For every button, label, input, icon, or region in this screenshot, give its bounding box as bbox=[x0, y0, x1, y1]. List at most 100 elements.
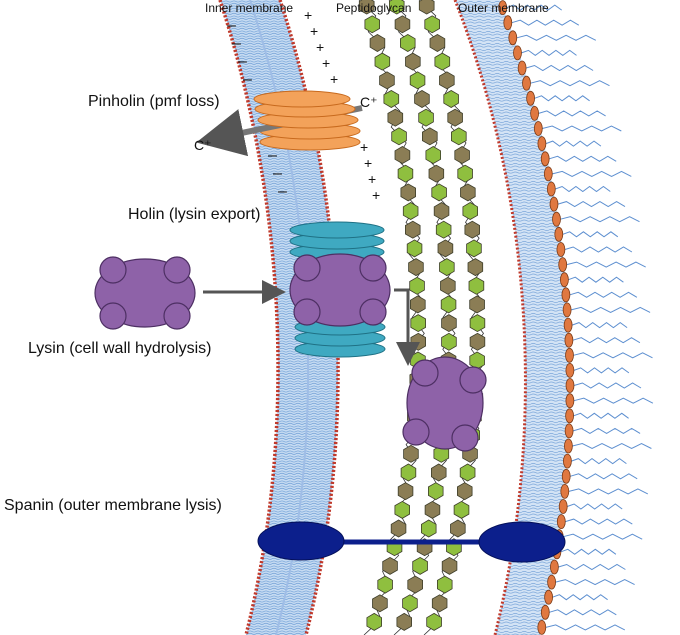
lps-chain bbox=[573, 352, 653, 359]
lps-chain bbox=[560, 216, 640, 223]
inner-membrane-body bbox=[220, 0, 339, 635]
lps-chain bbox=[552, 594, 608, 601]
glycan-hexagon bbox=[402, 594, 418, 613]
glycan-hexagon bbox=[374, 52, 391, 71]
lps-head bbox=[550, 559, 559, 575]
lysin-free bbox=[94, 256, 196, 330]
lps-head bbox=[565, 393, 575, 409]
lps-head bbox=[560, 272, 569, 288]
glycan-hexagon bbox=[388, 0, 405, 15]
glycan-hexagon bbox=[410, 314, 427, 333]
pos-charge: + bbox=[304, 7, 312, 23]
glycan-hexagon bbox=[400, 183, 417, 202]
lps-head bbox=[560, 483, 570, 499]
lps-head bbox=[498, 0, 508, 15]
glycan-hexagon bbox=[443, 90, 459, 108]
lps-head bbox=[561, 468, 571, 484]
glycan-hexagon bbox=[456, 482, 473, 501]
label-peptidoglycan: Peptidoglycan bbox=[336, 1, 411, 15]
holin-to-pg-arrow bbox=[394, 288, 420, 366]
lps-chain bbox=[570, 473, 638, 480]
lps-chain bbox=[573, 412, 629, 419]
lps-head bbox=[558, 499, 568, 514]
glycan-hexagon bbox=[369, 34, 386, 52]
holin-complex bbox=[289, 221, 391, 358]
glycan-hexagon bbox=[469, 314, 486, 333]
lps-head bbox=[564, 423, 574, 439]
lps-chain bbox=[516, 34, 597, 41]
lps-chain bbox=[571, 457, 627, 465]
glycan-hexagon bbox=[366, 612, 383, 631]
glycan-hexagon bbox=[464, 220, 481, 239]
glycan-hexagon bbox=[406, 239, 423, 258]
glycan-hexagon bbox=[379, 71, 395, 90]
lps-head bbox=[537, 136, 547, 152]
glycan-hexagon bbox=[427, 482, 444, 501]
lps-head bbox=[530, 106, 539, 121]
lps-chain bbox=[530, 80, 610, 87]
lps-chain bbox=[573, 367, 630, 374]
lps-chain bbox=[521, 49, 577, 57]
glycan-hexagon bbox=[407, 575, 424, 594]
lps-chain bbox=[545, 624, 626, 631]
glycan-hexagon bbox=[439, 71, 455, 90]
glycan-hexagon bbox=[439, 258, 455, 277]
lps-head bbox=[537, 620, 547, 635]
glycan-hexagon bbox=[450, 519, 466, 538]
glycan-hexagon bbox=[467, 258, 484, 277]
lps-head bbox=[547, 574, 556, 590]
glycan-hexagon bbox=[430, 463, 447, 482]
lps-chains bbox=[506, 4, 654, 631]
lps-chain bbox=[552, 170, 632, 177]
lps-chain bbox=[571, 321, 628, 329]
lps-head bbox=[556, 242, 566, 257]
lps-head bbox=[558, 257, 568, 273]
glycan-hexagon bbox=[459, 463, 476, 482]
spanin-complex bbox=[257, 521, 566, 563]
glycan-hexagon bbox=[383, 90, 400, 108]
lps-chain bbox=[545, 140, 602, 147]
spanin-outer bbox=[478, 521, 566, 563]
pos-charge: + bbox=[364, 155, 372, 171]
pos-charge: + bbox=[322, 55, 330, 71]
neg-charge: – bbox=[227, 17, 236, 34]
lps-head bbox=[563, 453, 572, 469]
outer-membrane-outer-heads bbox=[498, 0, 575, 635]
lps-chain bbox=[566, 261, 646, 268]
glycan-hexagon bbox=[447, 108, 463, 127]
lysin-at-peptidoglycan bbox=[402, 356, 487, 452]
lps-chain bbox=[511, 19, 580, 26]
lps-head bbox=[522, 75, 531, 91]
neg-charge: – bbox=[268, 147, 277, 164]
glycan-hexagon bbox=[462, 202, 479, 220]
lps-head bbox=[565, 347, 574, 363]
glycan-hexagon bbox=[469, 332, 486, 351]
lps-chain bbox=[549, 155, 617, 162]
neg-charge: – bbox=[238, 53, 247, 70]
glycan-hexagon bbox=[390, 519, 407, 538]
glycan-hexagon bbox=[414, 90, 430, 108]
lps-head bbox=[540, 151, 550, 167]
lps-head bbox=[549, 196, 559, 212]
glycan-hexagon bbox=[460, 183, 476, 202]
glycan-hexagon bbox=[457, 164, 473, 183]
glycan-hexagon bbox=[418, 0, 435, 15]
glycan-hexagon bbox=[397, 482, 414, 501]
glycan-hexagon bbox=[424, 15, 441, 34]
lps-head bbox=[503, 15, 513, 31]
glycan-hexagon bbox=[469, 295, 485, 314]
neg-charge: – bbox=[273, 165, 282, 182]
membrane-charges: – – – – – – – + + + + + + + + + bbox=[227, 7, 380, 203]
ion-label-in: C⁺ bbox=[360, 94, 378, 110]
glycan-hexagon bbox=[425, 146, 442, 164]
glycan-hexagon bbox=[441, 332, 457, 351]
lps-chain bbox=[538, 110, 606, 117]
glycan-hexagon bbox=[391, 127, 407, 146]
lps-chain bbox=[555, 579, 635, 586]
glycan-hexagon bbox=[409, 276, 425, 295]
lps-head bbox=[564, 332, 574, 348]
pos-charge: + bbox=[368, 171, 376, 187]
lps-chain bbox=[572, 442, 652, 450]
glycan-hexagon bbox=[434, 52, 451, 71]
glycan-hexagon bbox=[428, 164, 445, 183]
